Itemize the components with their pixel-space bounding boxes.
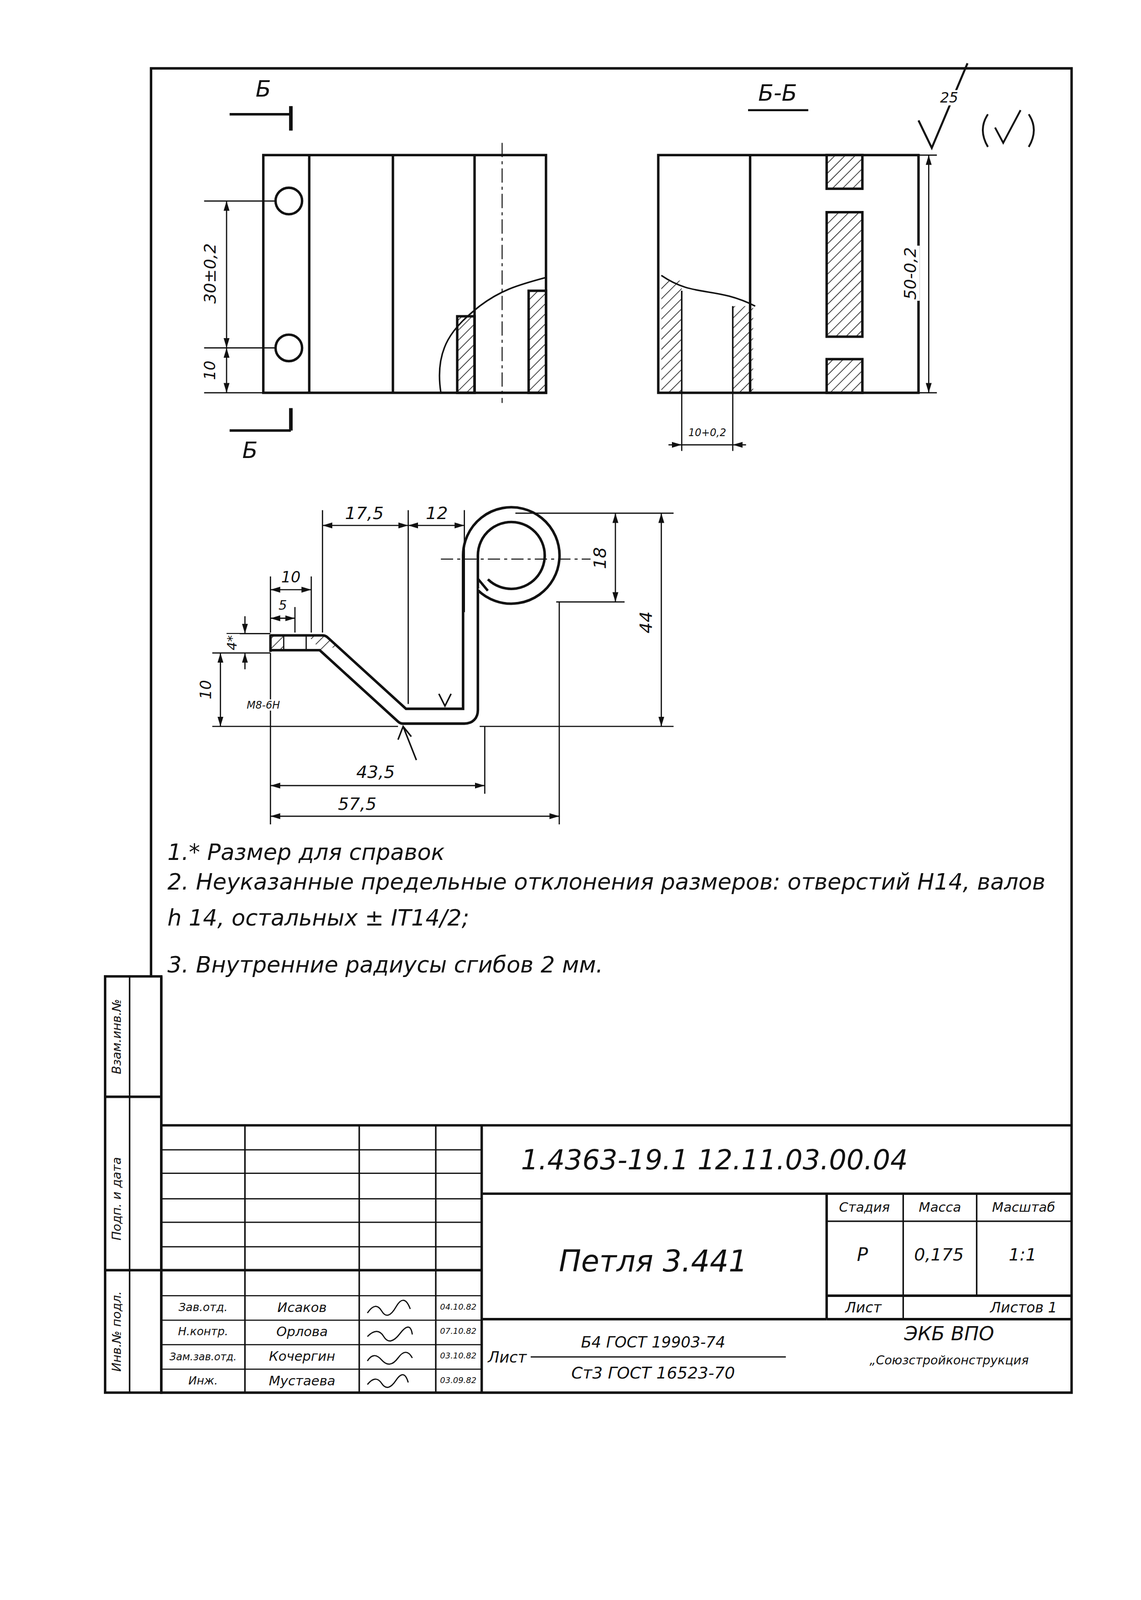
table-header: Масштаб (991, 1201, 1057, 1216)
date: 04.10.82 (438, 1303, 478, 1313)
signer-name: Орлова (275, 1325, 329, 1341)
dimension: 44 (636, 610, 656, 635)
role: Зав.отд. (177, 1302, 229, 1315)
organization: ЭКБ ВПО (903, 1323, 996, 1345)
material: Ст3 ГОСТ 16523-70 (570, 1364, 736, 1383)
table-cell: 1:1 (1007, 1245, 1038, 1265)
signer-name: Исаков (276, 1301, 328, 1316)
table-header: Стадия (837, 1201, 891, 1216)
table-cell: 0,175 (913, 1245, 965, 1265)
signer-name: Кочергин (268, 1350, 337, 1365)
role: Н.контр. (176, 1326, 230, 1339)
dimension: 10+0,2 (687, 427, 728, 439)
table-header: Масса (917, 1201, 962, 1216)
thread-size: М8-6Н (245, 699, 281, 712)
note: 2. Неуказанные предельные отклонения раз… (166, 864, 1057, 937)
section-title: Б-Б (757, 81, 799, 107)
dimension: 10 (201, 359, 219, 382)
dimension: 17,5 (344, 503, 385, 523)
dimension: 5 (277, 598, 289, 614)
roughness-value: 25 (939, 90, 960, 106)
dimension: 50-0,2 (901, 246, 919, 301)
dimension: 57,5 (336, 794, 378, 814)
signer-name: Мустаева (267, 1374, 337, 1389)
dimension: 18 (590, 546, 610, 571)
stamp-field: Инв.№ подл. (110, 1290, 125, 1374)
note: 1.* Размер для справок (166, 834, 1057, 871)
role: Инж. (187, 1375, 219, 1389)
stamp-field: Подп. и дата (110, 1156, 125, 1242)
dimension: 4* (225, 634, 240, 652)
section-mark: Б (241, 438, 259, 464)
note: 3. Внутренние радиусы сгибов 2 мм. (166, 947, 1057, 984)
stamp-field: Взам.инв.№ (110, 998, 125, 1076)
material-label: Лист (486, 1349, 528, 1367)
date: 03.10.82 (438, 1352, 478, 1363)
part-name: Петля 3.441 (557, 1246, 749, 1279)
date: 03.09.82 (438, 1377, 478, 1387)
table-cell: Р (855, 1245, 869, 1266)
table-cell: Лист (844, 1300, 883, 1317)
date: 07.10.82 (438, 1328, 478, 1338)
dimension: 10 (197, 679, 215, 701)
dimension: 12 (424, 503, 450, 523)
section-mark: Б (254, 77, 272, 103)
table-cell: Листов 1 (989, 1300, 1059, 1317)
document-code: 1.4363-19.1 12.11.03.00.04 (520, 1145, 909, 1176)
organization: „Союзстройконструкция (868, 1354, 1030, 1369)
material: Б4 ГОСТ 19903-74 (579, 1334, 727, 1352)
dimension: 30±0,2 (201, 242, 219, 305)
role: Зам.зав.отд. (168, 1351, 238, 1364)
dimension: 43,5 (355, 763, 396, 783)
dimension: 10 (279, 569, 302, 587)
